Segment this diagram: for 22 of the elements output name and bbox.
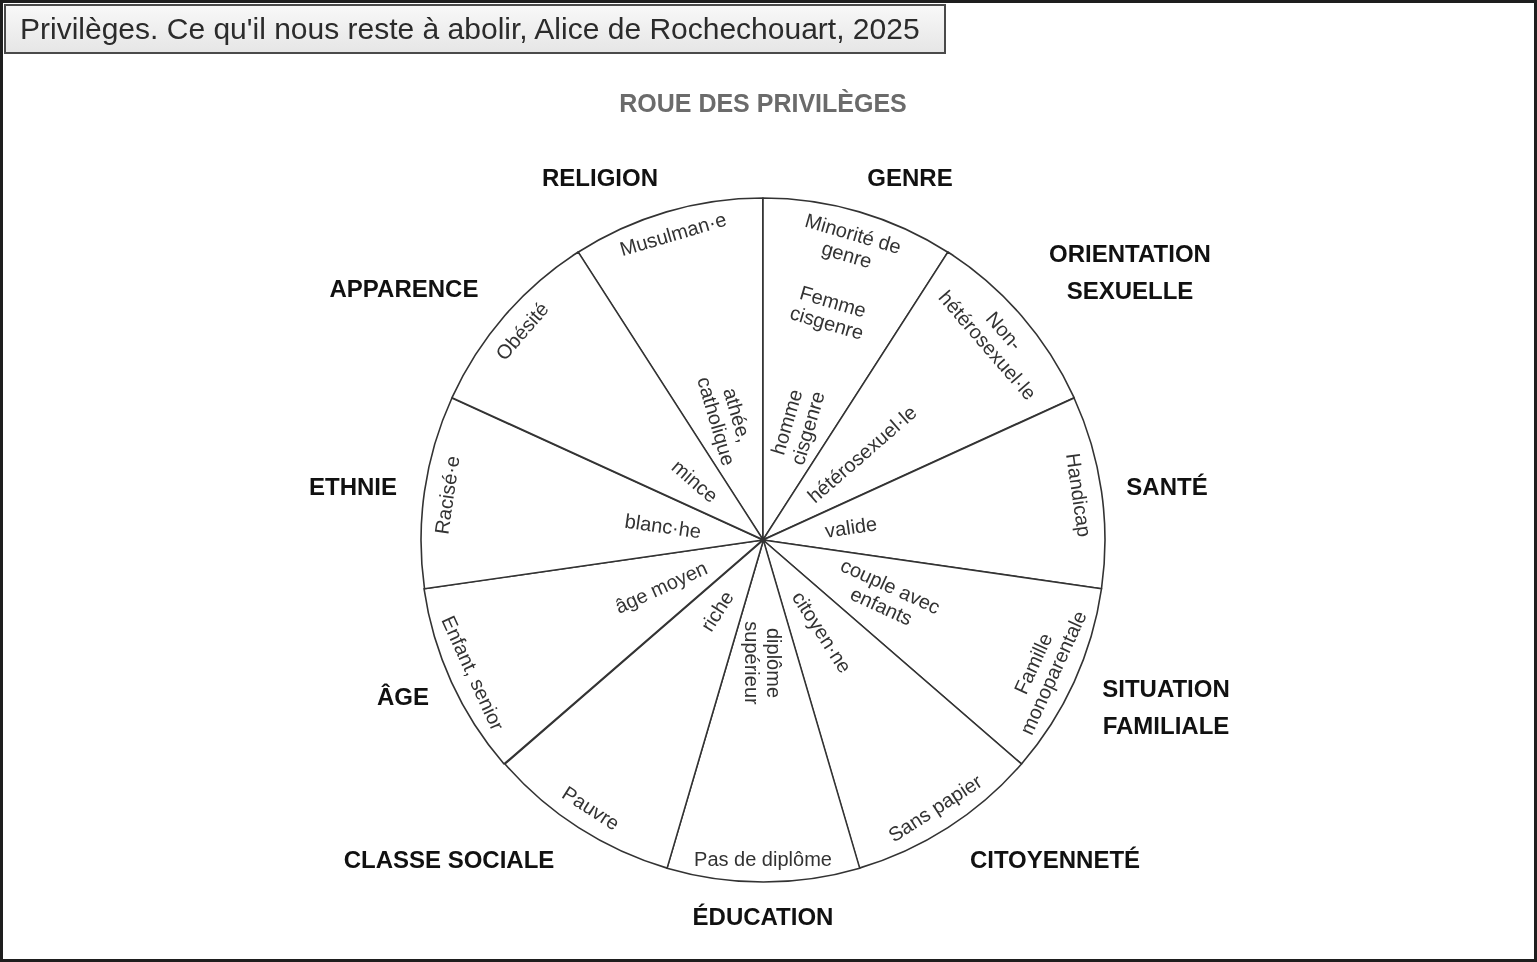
category-heading: RELIGION: [541, 163, 659, 194]
category-heading: ÂGE: [376, 682, 430, 713]
category-heading: GENRE: [866, 163, 954, 194]
hub-label: diplôme supérieur: [741, 620, 785, 706]
rim-label: Racisé·e: [430, 453, 464, 536]
rim-label: Handicap: [1061, 450, 1096, 539]
category-heading: SITUATION FAMILIALE: [1101, 673, 1231, 741]
category-heading: CITOYENNETÉ: [969, 845, 1141, 876]
category-heading: ETHNIE: [308, 472, 398, 503]
rim-label: Enfant, senior: [436, 611, 509, 734]
hub-label: valide: [822, 512, 880, 543]
rim-label: Minorité de genre: [801, 209, 904, 275]
category-heading: ÉDUCATION: [692, 902, 834, 933]
category-heading: APPARENCE: [329, 274, 479, 305]
rim-label: Femme cisgenre: [786, 280, 870, 344]
category-heading: CLASSE SOCIALE: [343, 845, 555, 876]
hub-label: blanc·he: [622, 509, 704, 543]
source-caption: Privilèges. Ce qu'il nous reste à abolir, Alice de Rochechouart, 2025: [4, 4, 946, 54]
wheel-title: ROUE DES PRIVILÈGES: [619, 88, 907, 118]
rim-label: Pas de diplôme: [693, 848, 833, 870]
category-heading: ORIENTATION SEXUELLE: [1048, 238, 1212, 306]
category-heading: SANTÉ: [1125, 472, 1209, 503]
